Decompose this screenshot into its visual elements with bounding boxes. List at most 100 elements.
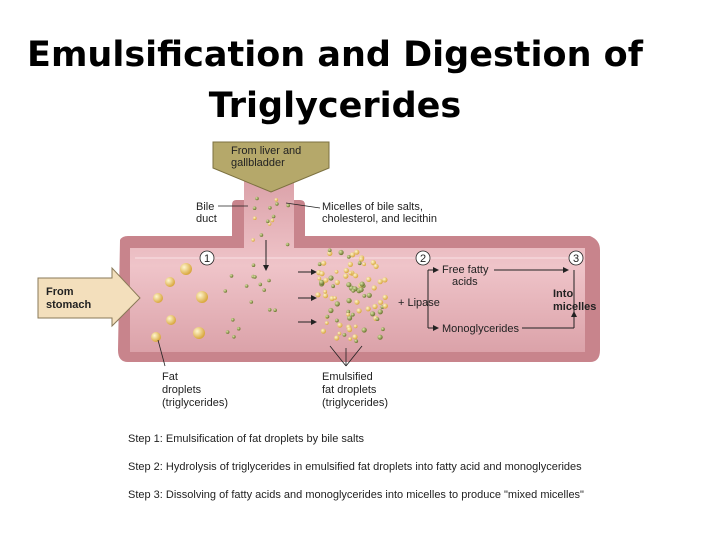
micelle-particle (346, 282, 352, 288)
emulsified-droplet (251, 238, 255, 242)
micelles-label-line-2: cholesterol, and lecithin (322, 213, 437, 225)
emulsified-droplet (370, 260, 376, 266)
step-2-text: Step 2: Hydrolysis of triglycerides in e… (128, 461, 582, 473)
emulsified-droplet (334, 335, 340, 341)
emulsified-droplet (315, 292, 321, 298)
bile-source-arrow-shape (212, 141, 330, 193)
emulsified-droplet (371, 285, 377, 291)
emulsified-droplet (350, 252, 356, 258)
micelle-particle (255, 196, 259, 201)
emulsified-droplet (317, 276, 322, 281)
emulsified-droplet (347, 261, 353, 267)
bile-duct-label-line-1: Bile (196, 201, 214, 213)
emulsified-droplet (362, 262, 366, 267)
fat-droplet (180, 263, 192, 275)
emulsified-droplet (353, 273, 359, 279)
emulsified-droplet (382, 303, 388, 309)
liver-gallbladder-arrow: From liver and gallbladder (212, 141, 330, 193)
bile-duct-label-line-2: duct (196, 213, 217, 225)
micelle-particle (338, 249, 344, 256)
emulsified-droplet (324, 321, 329, 325)
emulsified-droplet (354, 249, 360, 255)
emulsified-droplet (373, 263, 379, 269)
callout-pointers (157, 339, 363, 367)
micelle-particle (319, 279, 325, 285)
into-micelles-label-line-2: micelles (553, 301, 596, 313)
micelle-particle (286, 203, 291, 208)
micelle-particle (231, 318, 235, 322)
micelle-particle (354, 339, 359, 343)
fat-droplets-label-line-2: droplets (162, 384, 202, 396)
into-micelles-label-line-1: Into (553, 288, 573, 300)
emulsified-droplet (346, 326, 353, 333)
emulsified-droplet (343, 267, 349, 274)
source-label-line-1: From liver and (231, 145, 301, 157)
slide-title: Emulsification and Digestion of Triglyce… (0, 30, 670, 132)
free-fatty-acids-label-line-2: acids (452, 276, 478, 288)
micelle-particle (271, 214, 276, 219)
emulsified-droplet (346, 312, 350, 317)
emulsified-droplet (337, 331, 342, 336)
micelle-particle (262, 288, 267, 292)
micelle-particle (366, 292, 372, 298)
micelles-pointer (285, 202, 321, 209)
emulsified-droplet (337, 322, 343, 328)
emulsified-droplet (378, 299, 384, 305)
fat-droplet (165, 277, 175, 287)
step-marker-3: 3 (568, 250, 584, 266)
emulsified-label-line-3: (triglycerides) (322, 397, 388, 409)
emulsified-droplet (366, 276, 372, 282)
micelle-particle (362, 294, 367, 298)
micelle-particle (335, 318, 339, 323)
micelle-particle (346, 255, 351, 259)
micelle-particle (253, 275, 257, 279)
micelle-particle (351, 288, 356, 293)
micelle-particle (370, 311, 376, 317)
lipase-label: + Lipase (398, 297, 440, 309)
step-3-text: Step 3: Dissolving of fatty acids and mo… (128, 489, 584, 501)
emulsified-droplet (343, 273, 349, 279)
fat-droplets-label-line-1: Fat (162, 371, 178, 383)
emulsified-droplet (356, 308, 362, 314)
fat-droplets-pointer (157, 339, 166, 367)
micelle-particle (258, 282, 263, 287)
micelle-particle (361, 327, 367, 333)
particle-cloud (223, 196, 388, 343)
micelle-particle (325, 314, 330, 319)
micelle-particle (359, 281, 365, 287)
fat-droplet (193, 327, 205, 339)
micelles-label-line-1: Micelles of bile salts, (322, 201, 423, 213)
step-marker-1-circle (199, 250, 215, 266)
micelle-particle (275, 202, 279, 206)
emulsified-droplet (353, 324, 358, 329)
emulsified-droplet (372, 303, 378, 310)
micelle-particle (346, 309, 351, 314)
step-marker-2: 2 (415, 250, 431, 266)
micelle-particle (229, 274, 234, 278)
micelle-particle (249, 300, 254, 304)
emulsified-pointer-1 (329, 345, 347, 367)
micelle-particle (334, 301, 340, 307)
emulsified-droplet (319, 271, 325, 277)
step-marker-2-label: 2 (420, 253, 426, 265)
micelle-particle (346, 298, 352, 304)
emulsified-droplet (320, 328, 326, 334)
micelle-particle (225, 330, 230, 334)
intestine-lumen (130, 180, 585, 352)
micelle-particle (328, 307, 334, 314)
micelle-particle (244, 284, 249, 288)
monoglycerides-label: Monoglycerides (442, 323, 520, 335)
micelle-particle (268, 206, 272, 210)
micelle-particle (347, 315, 353, 321)
stomach-label-line-1: From (46, 286, 74, 298)
emulsified-droplet (267, 222, 272, 226)
micelle-particle (375, 317, 380, 321)
emulsified-droplet (333, 296, 337, 300)
title-line-1: Emulsification and Digestion of (27, 35, 643, 75)
micelle-particle (265, 219, 270, 224)
fat-droplet (166, 315, 176, 325)
emulsified-droplet (358, 256, 364, 262)
step-marker-1: 1 (199, 250, 215, 266)
micelle-particle (267, 278, 271, 283)
